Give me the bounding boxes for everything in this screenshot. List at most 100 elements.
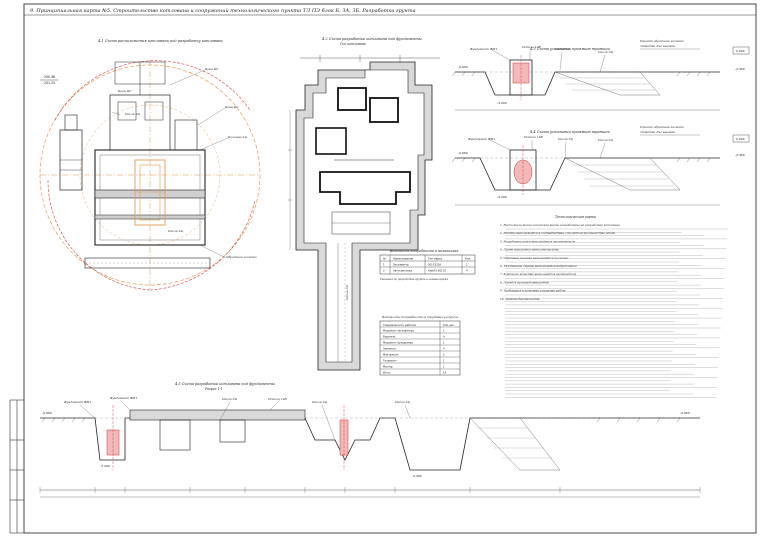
- labor-table: Ведомость потребности в трудовых ресурса…: [379, 315, 461, 376]
- section2-elevation: -2.450: [735, 153, 745, 157]
- section1-label: Песок 3м: [597, 50, 614, 54]
- table1-header: Наименование: [393, 257, 414, 261]
- sheet-frame: [23, 3, 757, 534]
- section1-note: отметка дна выемки: [640, 44, 675, 48]
- table1-cell: Экскаватор: [393, 263, 409, 267]
- notes-line: 6. Уплотнение грунта выполняется вибропл…: [500, 264, 577, 268]
- table2-cell: 1: [443, 340, 445, 344]
- table2-cell: Итого: [383, 370, 391, 374]
- section-trench-pits-2: 4.4 Схема установки приямков траншеи Фун…: [451, 125, 750, 206]
- plan1-elevation: 201.25: [44, 81, 55, 85]
- section3-label: Подача 1кВ: [267, 397, 287, 401]
- table2-cell: Водитель: [383, 334, 396, 338]
- table2-cell: Машинист экскаватора: [383, 328, 414, 332]
- table2-cell: 1: [443, 328, 445, 332]
- table1-cell: 1: [383, 263, 385, 267]
- section2-note: отметка дна выемки: [640, 130, 675, 134]
- section3-elevation: -2.450: [412, 474, 422, 478]
- section3-label: Песок 3м: [311, 400, 328, 404]
- section1-label: Песок 3м: [554, 47, 571, 51]
- table2-cell: 14: [443, 370, 447, 374]
- notes-line: 1. Настоящая технологическая карта разра…: [500, 223, 620, 227]
- section2-label: Песок 3м: [597, 138, 614, 142]
- plan1-label: Кран КС: [204, 67, 219, 71]
- plan1-elevation: 200.98: [44, 75, 55, 79]
- plan2-label: Песок 3м: [345, 284, 349, 301]
- plan1-label: Колонна 2м: [227, 135, 247, 139]
- binding-strip: [9, 399, 24, 534]
- section1-label: Подача 1кВ: [521, 45, 541, 49]
- table1-note: Указания по разработке грунта в зимнее в…: [380, 277, 448, 281]
- section2-note: Проект обратная засыпка: [639, 125, 684, 129]
- table2-cell: 4: [443, 346, 445, 350]
- section3-label: Песок 3м: [221, 397, 238, 401]
- table2-cell: Геодезист: [383, 358, 397, 362]
- section2-label: Песок 3м: [557, 137, 574, 141]
- notes-line: 7. Контроль качества выполняется геодези…: [500, 272, 577, 276]
- plan1-label: Обратная засыпка: [226, 255, 257, 259]
- section2-elevation: -3.200: [497, 195, 507, 199]
- notes-line: 10. Техника безопасности: [500, 297, 540, 301]
- table2-cell: Монтажник: [383, 352, 399, 356]
- notes-line: 2. Работы выполняются в соответствии с п…: [499, 231, 616, 235]
- table1-cell: Автосамосвал: [393, 269, 413, 273]
- table2-cell: Машинист бульдозера: [383, 340, 413, 344]
- table2-header: Кол.чел.: [443, 323, 455, 327]
- plan1-label: Кран КС: [117, 89, 132, 93]
- table2-cell: Землекоп: [383, 346, 396, 350]
- plan2-subtitle: Ось котлована: [340, 42, 366, 46]
- table1-header: Тип марка: [428, 257, 443, 261]
- table2-cell: 1: [443, 364, 445, 368]
- plan2-title: 4.2 Схема разработки котлована под фунда…: [321, 37, 422, 41]
- table2-cell: 4: [443, 334, 445, 338]
- table2-header: Специальность рабочих: [383, 323, 417, 327]
- section2-title: 4.4 Схема установки приямков траншеи: [529, 130, 610, 134]
- table1-cell: ЭО-3323А: [428, 263, 441, 267]
- section1-note: Проект обратная засыпка: [639, 39, 684, 43]
- section1-note: 0.000: [736, 49, 745, 53]
- section-trench-pits-1: 4.3 Схема установки приямков траншеи Фун…: [451, 39, 750, 111]
- plan-excavation-layout: 4.1 Схема расположения котлована под раз…: [39, 39, 261, 291]
- section3-elevation: -0.650: [42, 411, 52, 415]
- table1-cell: 4: [466, 269, 468, 273]
- section3-label: Песок 3м: [394, 400, 411, 404]
- plan1-label: Кран КС: [224, 105, 239, 109]
- section3-subtitle: Разрез 1-1: [204, 387, 223, 391]
- section-1-1: 4.5 Схема разработки котлована под фунда…: [39, 382, 701, 498]
- table1-title: Ведомость потребности в механизмах: [389, 249, 459, 253]
- section2-label: Фундамент ФМ1: [468, 137, 495, 141]
- notes-line: 5. Обратная засыпка выполняется послойно: [500, 256, 569, 260]
- table2-title: Ведомость потребности в трудовых ресурса…: [381, 315, 459, 319]
- section1-title: 4.3 Схема установки приямков траншеи: [529, 47, 610, 51]
- plan1-label: Песок 2м: [167, 229, 184, 233]
- section1-elevation: -3.200: [497, 101, 507, 105]
- notes-line: 9. Требования к качеству и приемке работ: [500, 289, 566, 293]
- table1-cell: КамАЗ-65115: [428, 269, 446, 273]
- section2-elevation: -0.650: [458, 151, 468, 155]
- table2-cell: 1: [443, 358, 445, 362]
- section3-title: 4.5 Схема разработки котлована под фунда…: [174, 382, 275, 386]
- table1-cell: 2: [383, 269, 385, 273]
- section1-elevation: -2.450: [735, 67, 745, 71]
- table1-cell: 1: [466, 263, 468, 267]
- section3-label: Фундамент ФМ1: [64, 400, 91, 404]
- notes-line: 4. Грунт вывозится автосамосвалами: [499, 248, 559, 252]
- section2-label: Подача 1кВ: [523, 135, 543, 139]
- sheet-header: 9. Принципиальная карта №5. Строительств…: [30, 7, 416, 14]
- table2-cell: Мастер: [383, 364, 393, 368]
- notes-line: 3. Разработка котлована ведется экскават…: [500, 239, 575, 243]
- notes-block: Технологическая карта 1. Настоящая техно…: [499, 215, 728, 398]
- table1-header: №: [383, 258, 386, 261]
- section3-label: Фундамент ФМ1: [110, 396, 137, 400]
- section1-elevation: -0.650: [458, 65, 468, 69]
- plan1-label: Песок 2м: [124, 112, 141, 116]
- section3-elevation: -0.650: [680, 411, 690, 415]
- section1-label: Фундамент ФМ1: [470, 47, 497, 51]
- plan-foundation-excavation: 4.2 Схема разработки котлована под фунда…: [288, 37, 440, 371]
- section2-note: 0.000: [736, 137, 745, 141]
- plan1-title: 4.1 Схема расположения котлована под раз…: [97, 39, 223, 43]
- notes-title: Технологическая карта: [555, 215, 596, 219]
- table1-header: Кол.: [465, 257, 471, 261]
